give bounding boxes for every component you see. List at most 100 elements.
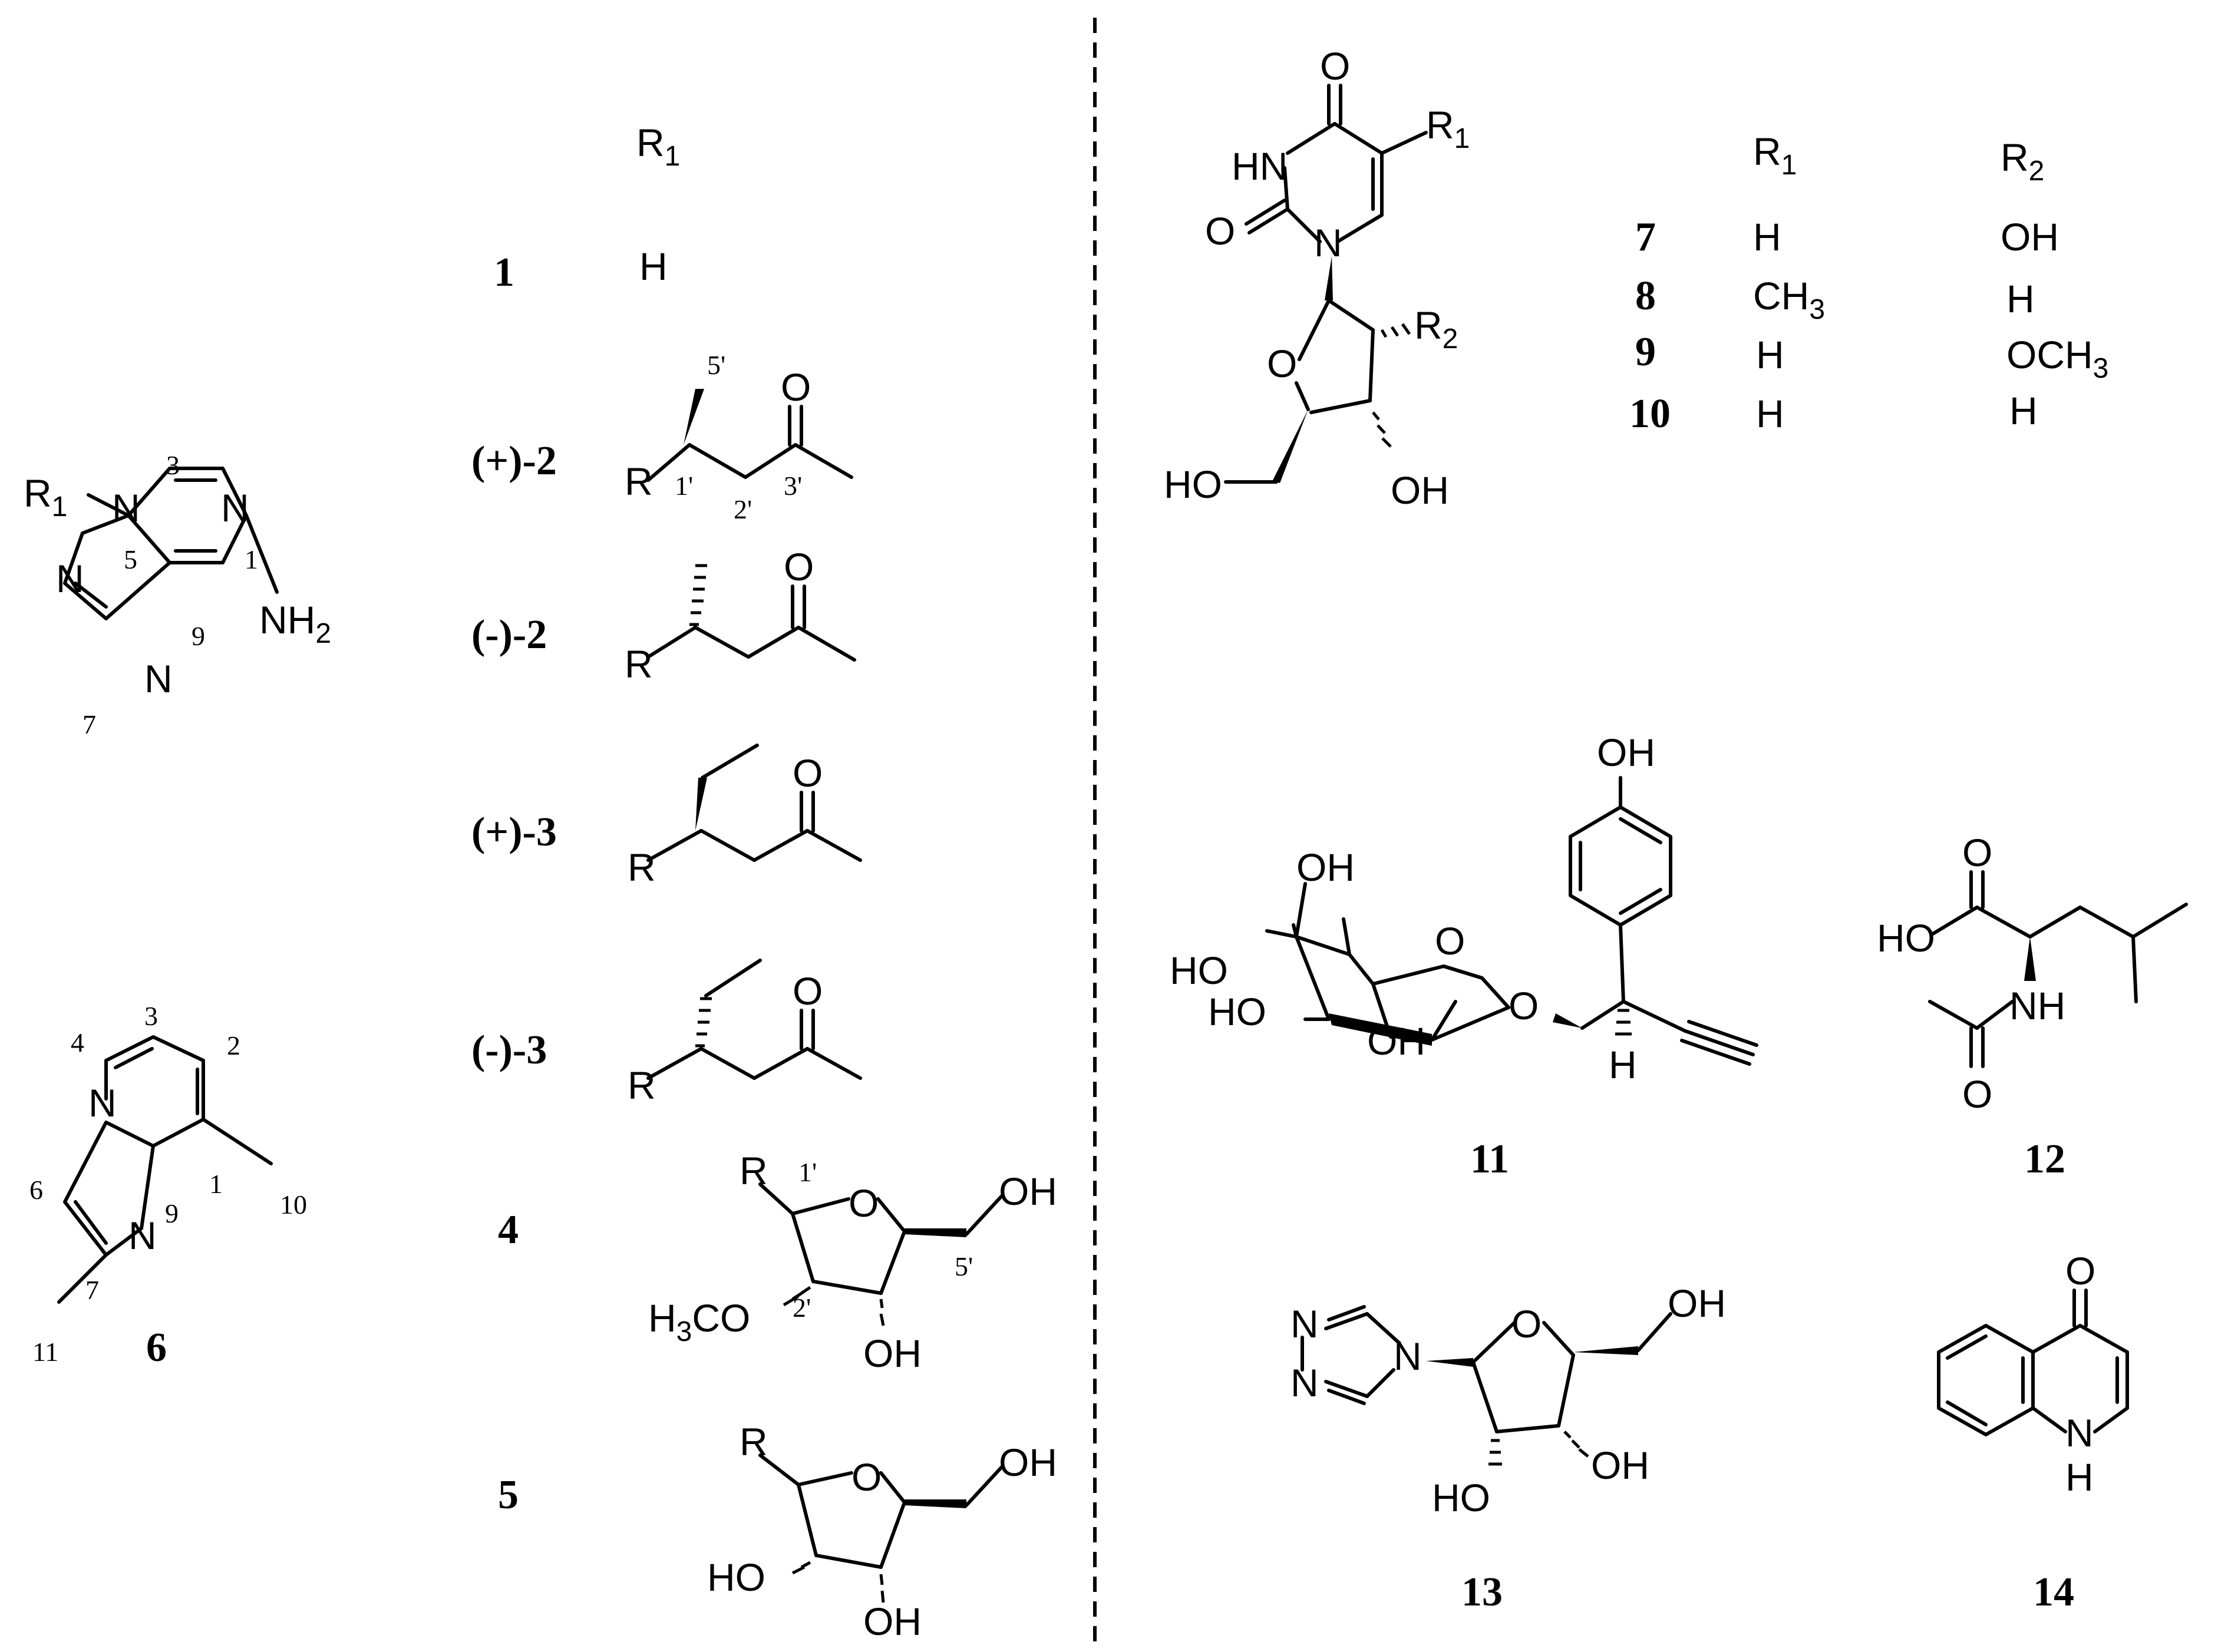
minus-3-o: O [793,969,823,1013]
uridine-structure: O HN O N R1 O R2 HO OH [1164,44,1470,512]
c11-ho-a: HO [1170,949,1228,992]
imidazopyridine-locant-7: 7 [85,1275,99,1305]
imidazopyridine-locant-11: 11 [32,1337,58,1367]
right-row-7-r2: OH [2001,215,2059,259]
compound-label-14: 14 [2033,1570,2074,1615]
row-label-5: 5 [498,1472,519,1518]
s4-locant-2p: 2' [793,1293,811,1323]
adenine-n-c: N [56,557,84,600]
minus-3-r: R [628,1063,656,1107]
imidazopyridine-locant-6: 6 [29,1175,43,1205]
row-label-plus-2: (+)-2 [471,438,557,484]
plus-2-locant-1p: 1' [675,471,693,501]
plus-2-locant-2p: 2' [734,494,752,524]
plus-2-o: O [781,365,811,409]
structure-minus-3: R O [628,959,862,1107]
plus-3-o: O [793,751,823,795]
c14-h: H [2065,1455,2094,1499]
imidazopyridine-structure: N N 3 4 2 1 10 6 9 7 11 6 [29,1001,307,1370]
structure-4: R O OH OH H3CO 1' 2' 5' [648,1149,1057,1375]
right-header-r2: R2 [2001,136,2044,187]
right-row-10-r2: H [2009,389,2038,432]
row-label-plus-3: (+)-3 [471,810,557,855]
adenine-n-a: N [112,486,140,530]
c11-oh-c: OH [1367,1019,1425,1063]
right-row-8-r2: H [2006,277,2035,321]
uridine-n1: N [1314,221,1342,265]
uridine-hn: HN [1232,144,1288,188]
s4-h3co: H3CO [648,1296,750,1347]
compound-14-structure: O N H 14 [1937,1249,2129,1615]
s5-ho: HO [707,1555,765,1599]
c12-ho: HO [1877,916,1935,960]
s4-ring-o: O [849,1181,879,1225]
minus-2-r: R [625,642,653,686]
compound-label-12: 12 [2024,1136,2065,1182]
adenine-n-b: N [221,486,249,530]
uridine-o-top: O [1320,44,1350,88]
s4-locant-1p: 1' [798,1157,817,1187]
structure-minus-2: R O [625,545,856,686]
plus-3-r: R [628,845,656,889]
right-row-label-8: 8 [1635,273,1656,319]
c11-ho-b: HO [1208,990,1266,1033]
uridine-ring-o: O [1267,342,1297,385]
structure-plus-2: R O 5' 1' 2' 3' [625,350,853,524]
adenine-locant-7: 7 [82,709,96,739]
s5-oh-bottom: OH [863,1600,922,1643]
s5-r: R [740,1420,768,1463]
compound-12-structure: O HO NH O 12 [1877,831,2188,1182]
c13-oh-b: OH [1591,1443,1649,1487]
row-label-minus-3: (-)-3 [471,1027,547,1073]
s4-oh: OH [999,1169,1057,1213]
adenine-r1: R1 [24,471,67,523]
uridine-oh: OH [1391,468,1449,512]
adenine-n-d: N [144,657,173,701]
uridine-o-left: O [1205,209,1235,253]
uridine-r2: R2 [1414,303,1458,355]
right-row-9-r2: OCH3 [2006,333,2108,384]
left-table-header-r1: R1 [636,121,680,172]
imidazopyridine-n-b: N [128,1214,157,1257]
adenine-structure: R1 N N N N NH2 3 5 1 9 7 [24,450,331,739]
imidazopyridine-locant-10: 10 [280,1190,307,1220]
imidazopyridine-n-a: N [88,1081,117,1125]
compound-label-6: 6 [146,1325,167,1370]
adenine-nh2: NH2 [259,598,331,649]
c12-o-bottom: O [1962,1072,1992,1116]
adenine-locant-5: 5 [124,544,137,574]
right-header-r1: R1 [1753,130,1797,181]
c14-n: N [2065,1411,2094,1455]
c13-n-a: N [1290,1302,1319,1346]
structure-plus-3: R O [628,744,862,889]
structure-5: R O OH HO OH [707,1420,1057,1643]
s4-oh-bottom: OH [863,1331,922,1375]
c11-h: H [1609,1043,1637,1086]
c13-ho: HO [1432,1476,1490,1519]
c13-ring-o: O [1511,1302,1542,1346]
right-row-8-r1: CH3 [1753,274,1825,325]
c13-n-ring: N [1394,1334,1422,1378]
s4-r: R [740,1149,768,1192]
compound-label-11: 11 [1470,1136,1509,1182]
c11-oh-top: OH [1597,731,1655,774]
s5-ring-o: O [851,1455,882,1499]
adenine-locant-1: 1 [245,544,258,574]
plus-2-r: R [625,460,653,503]
right-row-7-r1: H [1753,215,1781,259]
row-1-r-value: H [639,245,668,288]
uridine-r1: R1 [1426,103,1470,154]
c12-o-top: O [1962,831,1992,874]
compound-label-13: 13 [1461,1570,1503,1615]
right-row-label-10: 10 [1629,391,1671,437]
plus-2-locant-5p: 5' [707,350,725,380]
c13-n-b: N [1290,1361,1319,1405]
row-label-1: 1 [494,250,514,295]
adenine-locant-9: 9 [192,621,205,651]
c13-oh-a: OH [1668,1281,1726,1325]
imidazopyridine-locant-2: 2 [227,1030,240,1060]
right-row-9-r1: H [1756,333,1784,376]
imidazopyridine-locant-3: 3 [144,1001,158,1031]
right-table: R1 R2 7 H OH 8 CH3 H 9 H OCH3 10 H H [1629,130,2108,437]
